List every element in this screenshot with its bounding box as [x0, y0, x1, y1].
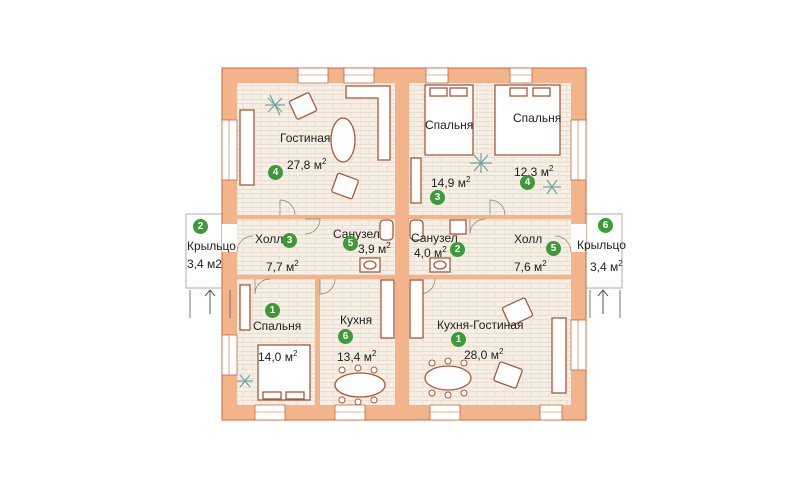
bedroom-left-area: 14,0 м2 [258, 349, 298, 364]
bathroom-right-name: Санузел [411, 231, 458, 245]
bathroom-right-badge: 2 [450, 242, 465, 257]
kitchen-living-right-area: 28,0 м2 [464, 347, 504, 362]
bedroom-left-badge: 1 [265, 303, 280, 318]
windows [221, 67, 587, 421]
bathroom-left-badge: 5 [343, 236, 358, 251]
porch-steps [189, 290, 621, 318]
kitchen-living-right-name: Кухня-Гостиная [437, 318, 524, 332]
entry-left [222, 224, 237, 252]
window-glass [228, 74, 579, 413]
living-room-left-name: Гостиная [280, 131, 331, 145]
entry-right [571, 224, 586, 252]
porch-right-badge: 6 [598, 218, 613, 233]
bathroom-right-area: 4,0 м2 [414, 245, 447, 260]
kitchen-left-name: Кухня [340, 313, 373, 327]
bathroom-left-area: 3,9 м2 [358, 241, 391, 256]
hall-right-name: Холл [514, 232, 543, 246]
porch-left-name: Крыльцо [187, 239, 236, 253]
bedroom-right-2-name: Спальня [513, 111, 562, 125]
hall-right-badge: 5 [546, 241, 561, 256]
porch-right-name: Крыльцо [577, 238, 626, 252]
furniture [239, 84, 567, 401]
porch-right-area-label: 3,4 м2 [590, 259, 623, 274]
porch-left-area-label: 3,4 м2 [187, 257, 222, 271]
plant-icons [237, 94, 561, 388]
porch-arrow-icons [204, 289, 609, 314]
bedroom-right-1-area: 14,9 м2 [431, 175, 471, 190]
living-room-left-area: 27,8 м2 [287, 157, 327, 172]
bedroom-right-2-area: 12,3 м2 [514, 164, 554, 179]
living-room-left-badge: 4 [268, 165, 283, 180]
hall-right-area: 7,6 м2 [514, 259, 547, 274]
dining-chairs [338, 357, 468, 406]
kitchen-living-right-badge: 1 [451, 332, 466, 347]
hall-left-area: 7,7 м2 [266, 259, 299, 274]
porch-left-badge: 2 [193, 219, 208, 234]
hall-left-badge: 3 [282, 233, 297, 248]
kitchen-left-badge: 6 [338, 329, 353, 344]
hall-left-name: Холл [255, 232, 284, 246]
door-swings [236, 199, 572, 295]
kitchen-left-area: 13,4 м2 [337, 349, 377, 364]
bedroom-left-name: Спальня [253, 319, 302, 333]
living-room-left-floor [237, 83, 395, 215]
bedroom-right-1-badge: 3 [430, 190, 445, 205]
bedroom-right-1-name: Спальня [425, 118, 474, 132]
bedroom-right-2-badge: 4 [520, 175, 535, 190]
